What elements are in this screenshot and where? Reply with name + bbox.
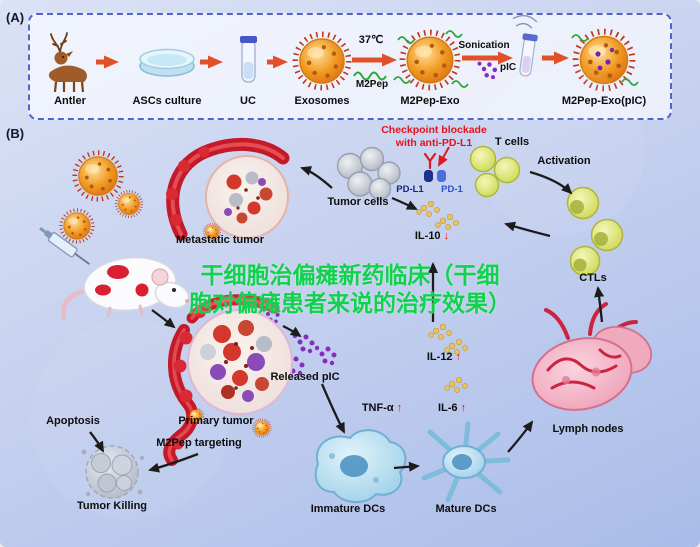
exosome-icon <box>295 34 348 87</box>
watermark-line1: 干细胞治偏瘫新药临床（干细 <box>200 262 500 288</box>
panel-a-box <box>28 13 672 120</box>
tumor-killing-illustration <box>81 445 145 499</box>
m2pep-peptide-squiggle <box>353 71 387 81</box>
label-primary-tumor: Primary tumor <box>178 415 254 427</box>
mature-dc-cell <box>421 421 511 503</box>
m2pep-exo-icon <box>393 31 469 88</box>
label-m2pep-exo: M2Pep-Exo <box>400 95 460 107</box>
tumor-cells-cluster <box>336 146 401 201</box>
label-mature-dcs: Mature DCs <box>435 503 497 515</box>
pic-dots-panel-a <box>477 61 498 80</box>
panel-a-arrows <box>96 51 569 69</box>
label-apoptosis: Apoptosis <box>46 415 100 427</box>
label-t-cells: T cells <box>494 136 530 148</box>
petri-dish-icon <box>139 48 195 77</box>
label-pic-agent: pIC <box>500 62 517 73</box>
tnf-trend-arrow: ↑ <box>396 402 403 414</box>
label-m2pep-agent: M2Pep <box>355 79 389 90</box>
label-pd-l1: PD-L1 <box>396 184 424 195</box>
t-cells-cluster <box>469 145 521 198</box>
lymph-nodes-organ <box>531 302 653 411</box>
primary-tumor-illustration <box>163 294 293 466</box>
label-sonication: Sonication <box>458 40 510 51</box>
label-m2pep-targeting: M2Pep targeting <box>156 437 242 449</box>
il10-name: IL-10 <box>414 230 441 242</box>
m2pep-exo-pic-icon <box>571 32 639 89</box>
pd-l1-pd-1-junction <box>423 152 446 182</box>
panel-b-label: (B) <box>6 126 25 141</box>
label-released-pic: Released pIC <box>270 371 340 383</box>
centrifuge-tube-icon <box>240 36 257 83</box>
il6-dots <box>444 376 468 393</box>
label-tumor-killing: Tumor Killing <box>76 500 148 512</box>
label-ascs-culture: ASCs culture <box>132 95 202 107</box>
label-activation: Activation <box>537 155 591 167</box>
exosome-particles <box>59 153 144 244</box>
label-pd-1: PD-1 <box>441 184 463 195</box>
tnf-name: TNF-α <box>361 402 394 414</box>
label-tumor-cells: Tumor cells <box>327 196 389 208</box>
flow-arrows <box>89 166 605 473</box>
metastatic-tumor-illustration <box>166 138 290 241</box>
immature-dc-cell <box>314 429 407 503</box>
il6-trend-arrow: ↑ <box>460 402 467 414</box>
label-exosomes: Exosomes <box>294 95 350 107</box>
watermark-text: 干细胞治偏瘫新药临床（干细 胞对偏瘫患者来说的治疗效果） <box>160 261 540 317</box>
label-m2pep-exo-pic: M2Pep-Exo(pIC) <box>561 95 647 107</box>
il12-name: IL-12 <box>426 351 453 363</box>
label-il10: IL-10 ↓ <box>415 230 449 242</box>
deer-icon <box>48 32 87 93</box>
label-il12: IL-12 ↑ <box>427 351 461 363</box>
label-lymph-nodes: Lymph nodes <box>552 423 624 435</box>
label-ctls: CTLs <box>579 272 607 284</box>
label-uc: UC <box>240 95 256 107</box>
label-checkpoint-line2: with anti-PD-L1 <box>395 137 473 149</box>
panel-a-art <box>48 14 639 93</box>
il10-dots <box>416 200 459 230</box>
panel-a-label: (A) <box>6 10 25 25</box>
ctl-cells <box>566 186 624 277</box>
checkpoint-arrow <box>438 146 450 167</box>
anti-pd-l1-antibody-icon <box>423 152 437 170</box>
mouse-illustration <box>61 256 190 321</box>
label-il6: IL-6 ↑ <box>438 402 466 414</box>
label-antler: Antler <box>54 95 86 107</box>
label-metastatic-tumor: Metastatic tumor <box>175 234 265 246</box>
il6-name: IL-6 <box>437 402 458 414</box>
label-immature-dcs: Immature DCs <box>310 503 386 515</box>
watermark-line2: 胞对偏瘫患者来说的治疗效果） <box>189 290 511 316</box>
label-temperature: 37℃ <box>358 34 384 46</box>
label-tnf: TNF-α ↑ <box>362 402 402 414</box>
sonication-tube-icon <box>512 14 538 77</box>
il10-trend-arrow: ↓ <box>443 230 450 242</box>
panel-b-art <box>30 65 653 520</box>
syringe-icon <box>39 227 90 265</box>
il12-trend-arrow: ↑ <box>455 351 462 363</box>
label-checkpoint-line1: Checkpoint blockade <box>381 124 487 136</box>
